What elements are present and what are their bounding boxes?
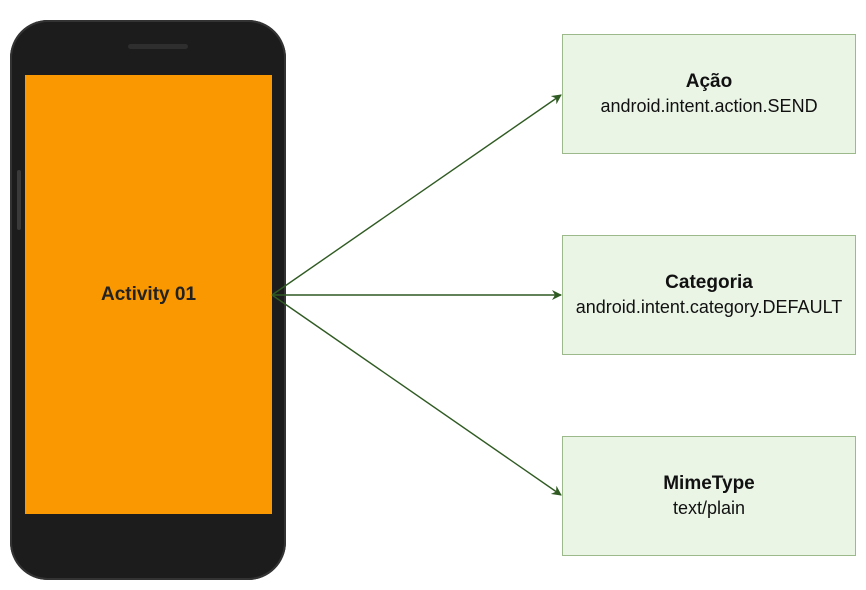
activity-screen: Activity 01 [25,75,272,514]
category-box: Categoria android.intent.category.DEFAUL… [562,235,856,355]
mimetype-value: text/plain [672,498,746,518]
category-title: Categoria [665,272,753,293]
arrow-to-action [271,94,562,296]
action-title: Ação [685,71,733,92]
mimetype-title: MimeType [663,473,755,494]
action-value: android.intent.action.SEND [600,96,818,116]
arrow-to-mimetype [271,294,562,496]
activity-label: Activity 01 [100,283,197,305]
phone-speaker [128,44,188,49]
mimetype-box: MimeType text/plain [562,436,856,556]
phone-side-button [17,170,21,230]
action-box: Ação android.intent.action.SEND [562,34,856,154]
category-value: android.intent.category.DEFAULT [575,297,843,317]
